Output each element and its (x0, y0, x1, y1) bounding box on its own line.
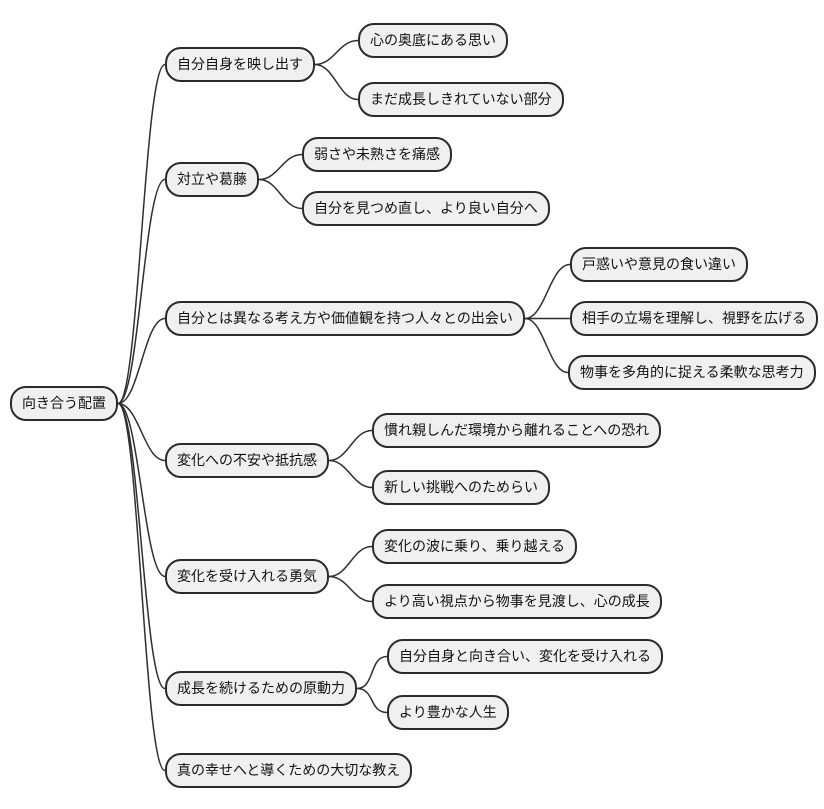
leaf-node: 自分自身と向き合い、変化を受け入れる (387, 639, 663, 674)
connector (117, 402, 166, 772)
connector (524, 317, 569, 374)
leaf-node: まだ成長しきれていない部分 (358, 82, 564, 117)
connector (328, 545, 373, 578)
leaf-node: 慣れ親しんだ環境から離れることへの恐れ (372, 413, 662, 448)
mindmap-root-node: 向き合う配置 (10, 386, 118, 421)
connector (328, 429, 373, 462)
connector (524, 263, 571, 320)
branch-node: 自分自身を映し出す (165, 47, 315, 82)
branch-node: 自分とは異なる考え方や価値観を持つ人々との出会い (165, 301, 525, 336)
leaf-node: 戸惑いや意見の食い違い (570, 247, 748, 282)
connector (117, 63, 166, 405)
connector (328, 575, 373, 603)
branch-node: 変化を受け入れる勇気 (165, 559, 329, 594)
connector (328, 459, 373, 489)
connector (258, 178, 303, 210)
leaf-node: より豊かな人生 (387, 695, 509, 730)
connector (314, 63, 359, 101)
leaf-node: 物事を多角的に捉える柔軟な思考力 (568, 355, 816, 390)
connector (356, 687, 388, 714)
connector (117, 317, 166, 405)
leaf-node: 心の奥底にある思い (358, 23, 508, 58)
leaf-node: より高い視点から物事を見渡し、心の成長 (372, 584, 662, 619)
connector (258, 153, 303, 181)
leaf-node: 自分を見つめ直し、より良い自分へ (302, 191, 550, 226)
branch-node: 成長を続けるための原動力 (165, 671, 357, 706)
branch-node: 対立や葛藤 (165, 162, 259, 197)
leaf-node: 弱さや未熟さを痛感 (302, 137, 452, 172)
leaf-node: 新しい挑戦へのためらい (372, 470, 550, 505)
connector (356, 655, 388, 690)
leaf-node: 相手の立場を理解し、視野を広げる (570, 301, 818, 336)
branch-node: 真の幸せへと導くための大切な教え (165, 753, 413, 788)
connector (117, 178, 166, 405)
connector (117, 402, 166, 462)
connector (314, 39, 359, 66)
connector (117, 402, 166, 578)
leaf-node: 変化の波に乗り、乗り越える (372, 529, 578, 564)
branch-node: 変化への不安や抵抗感 (165, 443, 329, 478)
connector (117, 402, 166, 690)
